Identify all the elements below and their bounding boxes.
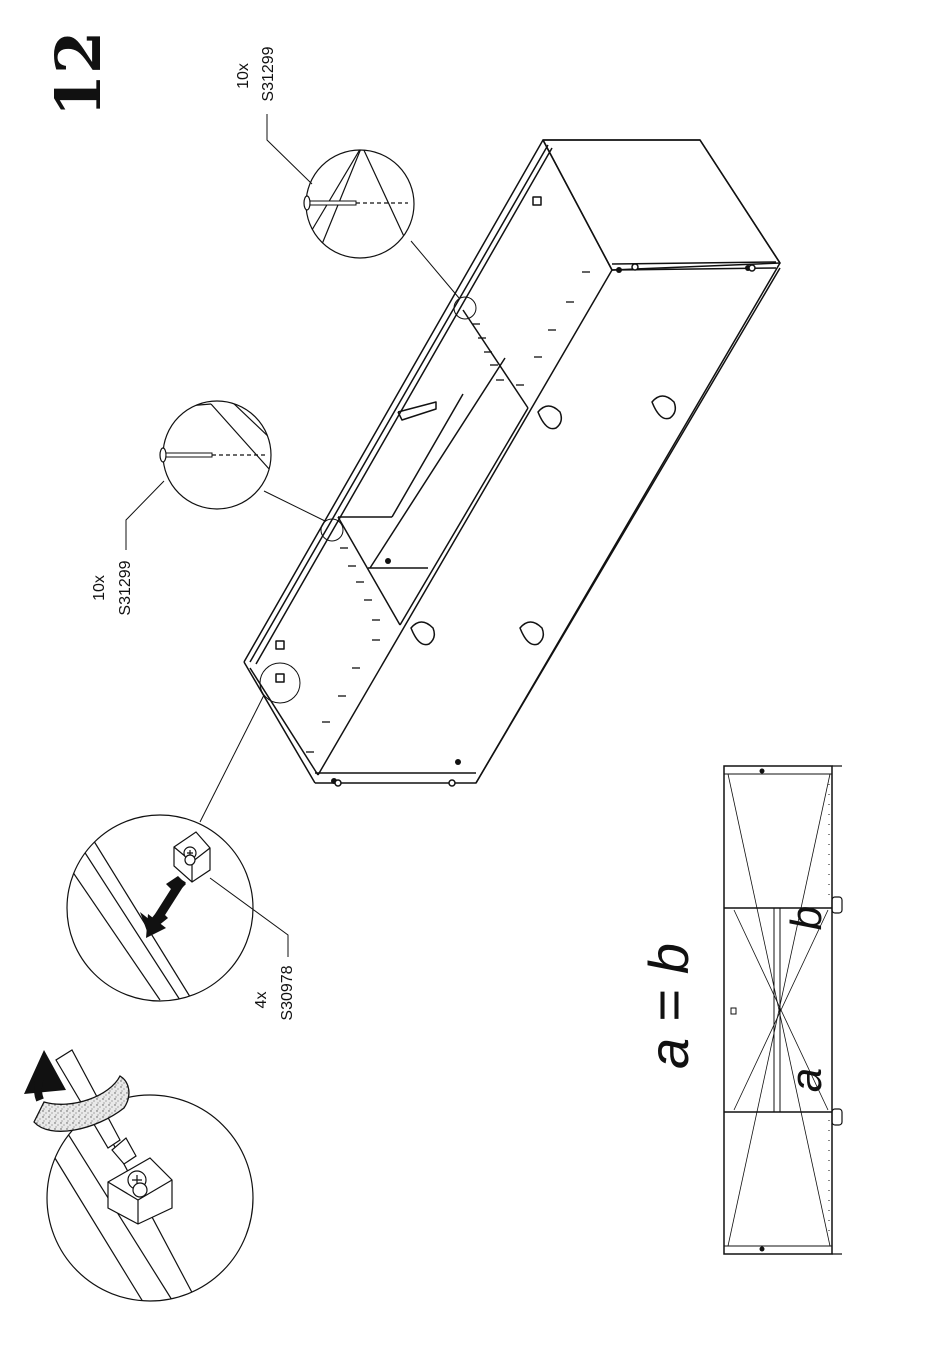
nail-mid-qty: 10x	[91, 575, 108, 601]
cam-lock-code: S30978	[279, 965, 296, 1020]
diagonal-label-b: b	[782, 906, 831, 930]
nail-detail-top	[304, 146, 414, 258]
cam-lock-qty: 4x	[253, 992, 270, 1009]
nail-top-qty: 10x	[235, 63, 252, 89]
nail-top-code: S31299	[260, 46, 277, 101]
cam-lock-detail	[67, 815, 253, 1001]
diagonal-label-a: a	[782, 1068, 831, 1092]
diagonal-equation: a = b	[637, 943, 700, 1069]
step-number: 12	[42, 31, 115, 117]
nail-detail-mid	[160, 400, 272, 509]
diagonal-check-diagram	[724, 766, 842, 1254]
nail-mid-code: S31299	[117, 560, 134, 615]
screw-tighten-detail	[47, 1050, 253, 1310]
